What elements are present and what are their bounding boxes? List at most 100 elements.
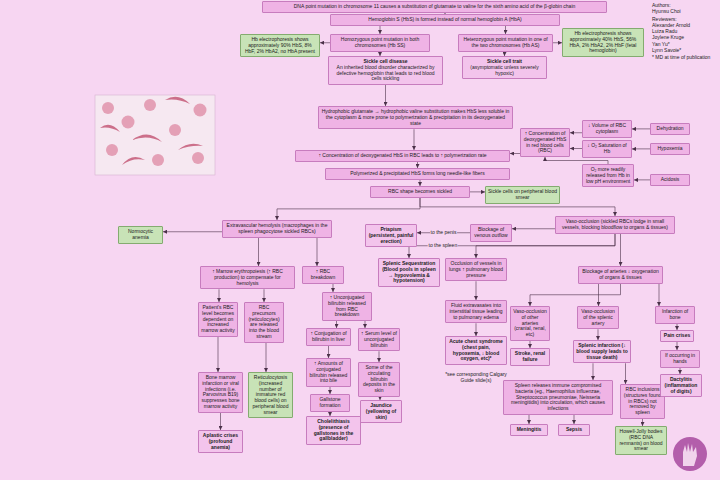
outcome-box: Priapism (persistent, painful erection) [365, 224, 417, 247]
process-box: Dehydration [650, 123, 690, 135]
process-box: Occlusion of vessels in lungs ↑ pulmonar… [445, 258, 507, 281]
node-text: RBC inclusions (structures found in RBCs… [623, 387, 662, 416]
process-box: Bone marrow infarction or viral infectio… [198, 372, 243, 413]
process-box: ↓ O₂ Saturation of Hb [582, 140, 632, 158]
red-cell [194, 104, 207, 117]
node-text: ↓ Volume of RBC cytoplasm [585, 123, 629, 135]
arrow-connector [530, 284, 621, 307]
node-text: Hb electrophoresis shows approximately 4… [565, 31, 641, 54]
node-text: Gallstone formation [313, 397, 347, 409]
node-text: An inherited blood disorder characterize… [331, 65, 440, 82]
arrow-connector [677, 342, 678, 350]
process-box: O₂ more readily released from Hb in low … [582, 164, 634, 187]
node-text: Infarction of bone [658, 309, 692, 321]
process-box: DNA point mutation in chromosome 11 caus… [262, 1, 607, 13]
node-text: Splenic Sequestration (Blood pools in sp… [381, 261, 437, 284]
process-box: Some of the circulating bilirubin deposi… [358, 362, 400, 397]
process-box: Polymerized & precipitated HbS forms lon… [325, 168, 510, 180]
process-box: ↑ Concentration of deoxygenated HbS in r… [520, 128, 570, 157]
node-text: Aplastic crises (profound anemia) [201, 433, 240, 450]
finding-box: Normocytic anemia [118, 226, 163, 244]
process-box: Patient's RBC level becomes dependent on… [198, 302, 238, 337]
node-text: Heterozygous point mutation in one of th… [461, 37, 550, 49]
arrow-connector [264, 289, 265, 302]
node-text: Jaundice (yellowing of skin) [363, 403, 399, 420]
finding-box: Howell-Jolly bodies (RBC DNA remnants) o… [615, 426, 667, 455]
node-text: Normocytic anemia [121, 229, 160, 241]
arrow-connector [385, 85, 386, 106]
process-box: ↑ Serum level of unconjugated bilirubin [358, 328, 400, 351]
process-box: Acidosis [650, 174, 690, 186]
process-box: RBC inclusions (structures found in RBCs… [620, 384, 665, 419]
arrow-connector [277, 198, 420, 220]
arrow-connector [570, 132, 582, 133]
node-text: Extravascular hemolysis (macrophages in … [225, 223, 329, 235]
arrow-connector [620, 234, 621, 267]
credit-text: Alexander Arnold [652, 23, 716, 29]
arrow-connector [409, 234, 615, 259]
node-text: Blockage of arteries ↓ oxygenation of or… [581, 269, 660, 281]
arrow-connector [530, 341, 531, 348]
process-box: Heterozygous point mutation in one of th… [458, 34, 553, 52]
node-text: ↑ Unconjugated bilirubin released from R… [325, 295, 369, 318]
smear-frame [95, 95, 215, 175]
credit-text: Lynn Savoie* [652, 48, 716, 54]
node-text: Vaso-occlusion (sickled RBCs lodge in sm… [558, 219, 672, 231]
node-text: Occlusion of vessels in lungs ↑ pulmonar… [448, 261, 504, 278]
node-text: Splenic infarction (↓ blood supply leads… [576, 343, 628, 360]
node-text: Fluid extravasates into interstitial tis… [448, 303, 504, 320]
finding-box: Sickle cells on peripheral blood smear [485, 186, 560, 204]
arrow-connector [642, 419, 643, 426]
node-text: Hydrophobic glutamate → hydrophobic vali… [321, 109, 510, 126]
sickle-cell [100, 125, 120, 132]
sickle-cell [178, 144, 203, 150]
node-text: Sickle cells on peripheral blood smear [488, 189, 557, 201]
finding-box: Hb electrophoresis shows approximately 4… [562, 28, 644, 57]
node-text: DNA point mutation in chromosome 11 caus… [265, 4, 604, 10]
node-text: Meningitis [513, 427, 545, 433]
hand-icon [673, 437, 707, 471]
node-text: Howell-Jolly bodies (RBC DNA remnants) o… [618, 429, 664, 452]
arrow-connector [470, 191, 485, 192]
node-text: (asymptomatic unless severely hypoxic) [465, 65, 544, 77]
outcome-box: Meningitis [510, 424, 548, 436]
blood-smear-illustration [95, 95, 215, 175]
process-box: RBC precursors (reticulocytes) are relea… [244, 302, 284, 343]
arrow-connector [545, 157, 608, 164]
finding-box: Reticulocytosis (increased number of imm… [248, 372, 293, 418]
process-box: RBC shape becomes sickled [370, 186, 470, 198]
node-text: Blockage of venous outflow [473, 227, 509, 239]
process-box: Hypoxemia [650, 143, 690, 155]
process-box: Hemoglobin S (HbS) is formed instead of … [330, 14, 560, 26]
outcome-box: Cholelithiasis (presence of gallstones i… [306, 416, 361, 445]
arrow-connector [379, 351, 380, 362]
node-text: If occurring in hands [663, 353, 697, 365]
node-text: ↑ RBC breakdown [305, 269, 341, 281]
arrow-connector [634, 179, 650, 180]
process-box: Vaso-occlusion (sickled RBCs lodge in sm… [555, 216, 675, 234]
node-text: Reticulocytosis (increased number of imm… [251, 375, 290, 415]
credit-text: Joylene Kruge [652, 35, 716, 41]
credit-text: Authors: [652, 3, 716, 9]
outcome-box: Jaundice (yellowing of skin) [360, 400, 402, 423]
node-text: Some of the circulating bilirubin deposi… [361, 365, 397, 394]
process-box: Blockage of arteries ↓ oxygenation of or… [578, 266, 663, 284]
red-cell [106, 144, 118, 156]
arrow-connector [574, 415, 575, 424]
arrow-connector [333, 284, 334, 293]
outcome-box: Aplastic crises (profound anemia) [198, 430, 243, 453]
outcome-box: Splenic Sequestration (Blood pools in sp… [378, 258, 440, 287]
node-text: O₂ more readily released from Hb in low … [585, 167, 631, 184]
arrow-connector [512, 228, 555, 229]
node-text: Acute chest syndrome (chest pain, hypoxe… [448, 339, 504, 362]
process-box: Vaso-occlusion of the splenic artery [577, 306, 619, 329]
node-text: Bone marrow infarction or viral infectio… [201, 375, 240, 410]
arrow-connector [476, 281, 477, 300]
node-text: Hemoglobin S (HbS) is formed instead of … [333, 17, 557, 23]
node-text: ↑ Concentration of deoxygenated HbS in R… [298, 153, 507, 159]
process-box: Blockage of venous outflow [470, 224, 512, 242]
node-text: ↑ Concentration of deoxygenated HbS in r… [523, 131, 567, 154]
arrow-connector [258, 238, 259, 267]
outcome-box: Sickle cell trait(asymptomatic unless se… [462, 56, 547, 79]
arrow-connector [163, 231, 222, 232]
